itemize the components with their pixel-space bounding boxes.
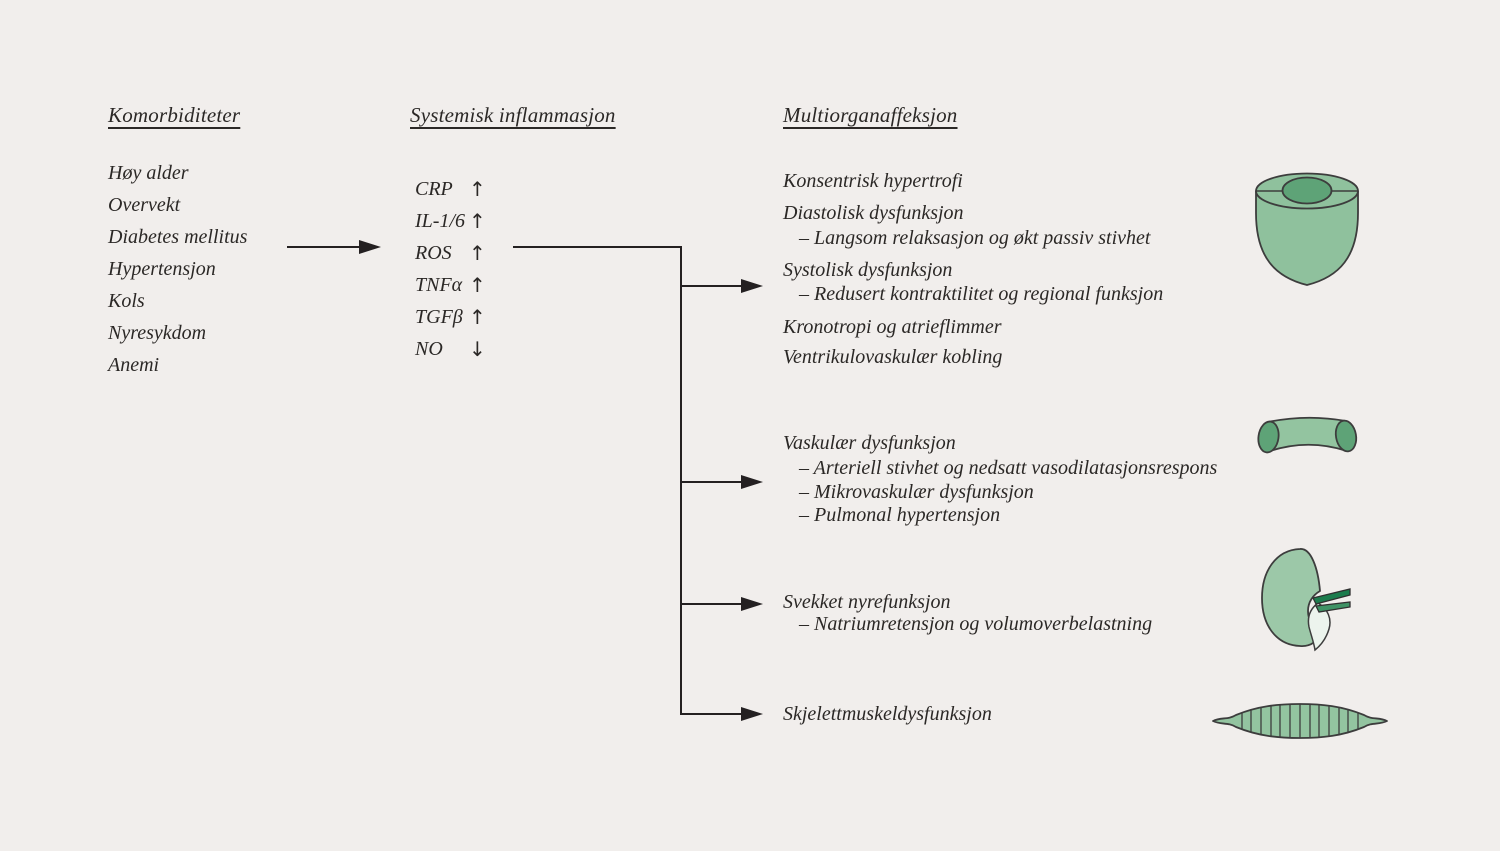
header-inflammation: Systemisk inflammasjon [410,103,616,127]
vascular-effect: Vaskulær dysfunksjon [783,432,956,454]
cardiac-effect: Systolisk dysfunksjon [783,259,953,281]
up-arrow-icon: ↑ [469,209,486,233]
vascular-effect-sub: – Mikrovaskulær dysfunksjon [799,481,1034,503]
kidney-icon [1261,548,1351,652]
marker-label: NO [415,338,443,360]
inflammation-marker-row: IL-1/6 ↑ [415,208,505,234]
ureter-shape [1307,602,1331,652]
up-arrow-icon: ↑ [469,273,486,297]
cardiac-effect: Kronotropi og atrieflimmer [783,316,1002,338]
arrowhead-icon [359,240,381,254]
marker-label: TNFα [415,274,463,296]
marker-label: IL-1/6 [415,210,465,232]
cardiac-effect: Diastolisk dysfunksjon [783,202,964,224]
inflammation-marker-row: NO ↓ [415,336,505,362]
arrowhead-icon [741,597,763,611]
arrowhead-icon [741,279,763,293]
arrowhead-icon [741,707,763,721]
comorbidity-item: Kols [108,290,145,312]
heart-ventricle-icon [1255,172,1359,286]
comorbidity-item: Anemi [108,354,160,376]
inflammation-marker-row: TGFβ ↑ [415,304,505,330]
marker-label: TGFβ [415,306,463,328]
skeletal-muscle-icon [1212,703,1388,739]
renal-vessel-shape [1315,601,1351,613]
comorbidity-item: Nyresykdom [108,322,207,344]
comorbidity-item: Høy alder [108,162,189,184]
cardiac-effect-sub: – Redusert kontraktilitet og regional fu… [799,283,1164,305]
cardiac-effect-sub: – Langsom relaksasjon og økt passiv stiv… [799,227,1151,249]
inflammation-marker-row: ROS ↑ [415,240,505,266]
up-arrow-icon: ↑ [469,305,486,329]
blood-vessel-icon [1257,416,1358,454]
arrowhead-icon [741,475,763,489]
vascular-effect-sub: – Pulmonal hypertensjon [799,504,1001,526]
muscle-effect: Skjelettmuskeldysfunksjon [783,703,992,725]
marker-label: ROS [415,242,452,264]
renal-effect-sub: – Natriumretensjon og volumoverbelastnin… [799,613,1153,635]
cardiac-effect: Konsentrisk hypertrofi [783,170,963,192]
marker-label: CRP [415,178,453,200]
comorbidity-item: Hypertensjon [108,258,216,280]
down-arrow-icon: ↓ [469,337,486,361]
header-multiorgan: Multiorganaffeksjon [783,103,958,127]
up-arrow-icon: ↑ [469,177,486,201]
comorbidity-item: Overvekt [108,194,181,216]
renal-effect: Svekket nyrefunksjon [783,591,951,613]
comorbidity-item: Diabetes mellitus [108,226,248,248]
inflammation-marker-row: TNFα ↑ [415,272,505,298]
renal-vessel-shape [1312,588,1351,605]
up-arrow-icon: ↑ [469,241,486,265]
vascular-effect-sub: – Arteriell stivhet og nedsatt vasodilat… [799,457,1218,479]
header-comorbidities: Komorbiditeter [108,103,241,127]
inflammation-marker-row: CRP ↑ [415,176,505,202]
cardiac-effect: Ventrikulovaskulær kobling [783,346,1003,368]
